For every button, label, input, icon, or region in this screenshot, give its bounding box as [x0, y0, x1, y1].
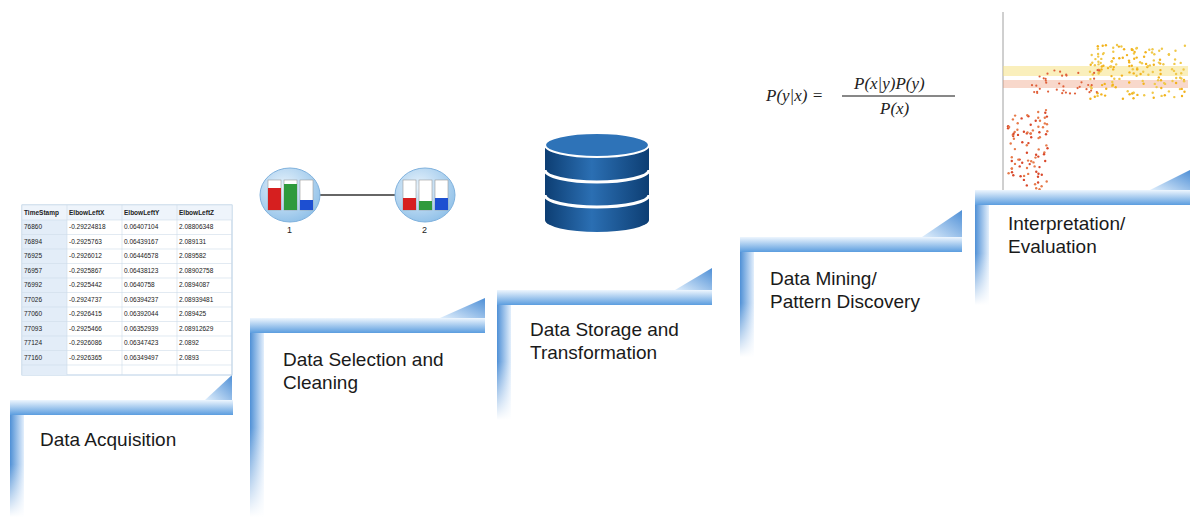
step-label: Interpretation/ Evaluation — [1008, 212, 1178, 258]
table-header: ElbowLeftY — [124, 206, 159, 219]
step-tab — [440, 298, 485, 318]
step-tab — [675, 268, 712, 290]
table-cell: 77093 — [24, 322, 42, 335]
table-cell: 0.06439167 — [124, 235, 158, 248]
table-cell: 2.08939481 — [179, 293, 213, 306]
table-cell: 0.0640758 — [124, 278, 155, 291]
step-label: Data Acquisition — [40, 428, 225, 451]
table-cell: 77124 — [24, 336, 42, 349]
process-step: Data Selection and Cleaning — [250, 318, 485, 517]
table-cell: 0.06407104 — [124, 220, 158, 233]
table-cell: 2.0894087 — [179, 278, 210, 291]
table-cell: 2.089425 — [179, 307, 206, 320]
table-cell: -0.2926086 — [69, 336, 102, 349]
table-cell: 2.0893 — [179, 351, 199, 364]
table-cell: -0.2925763 — [69, 235, 102, 248]
formula-text: P(x) — [880, 99, 909, 119]
table-cell: 0.06394237 — [124, 293, 158, 306]
fraction-bar — [842, 96, 955, 97]
table-cell: 2.0892 — [179, 336, 199, 349]
step-bracket — [10, 400, 233, 517]
step-label: Data Mining/ Pattern Discovery — [770, 267, 930, 313]
table-cell: -0.2924737 — [69, 293, 102, 306]
step-tab — [1150, 170, 1190, 190]
table-cell: 76957 — [24, 264, 42, 277]
table-cell: 76992 — [24, 278, 42, 291]
process-step: Data Mining/ Pattern Discovery — [740, 237, 962, 357]
table-header: ElbowLeftX — [69, 206, 104, 219]
formula-text: P(y|x) = — [766, 86, 823, 106]
table-cell: 0.06446578 — [124, 249, 158, 262]
table-cell: 2.089131 — [179, 235, 206, 248]
step-label: Data Storage and Transformation — [530, 318, 690, 364]
step-tab — [922, 210, 962, 237]
formula-text: P(x|y)P(y) — [854, 74, 925, 94]
table-cell: 0.06392044 — [124, 307, 158, 320]
table-cell: 2.08912629 — [179, 322, 213, 335]
step-tab — [205, 375, 232, 400]
table-cell: 2.089582 — [179, 249, 206, 262]
cleaning-icon — [260, 168, 455, 222]
table-cell: 76925 — [24, 249, 42, 262]
process-step: Data Storage and Transformation — [497, 290, 712, 420]
step-label: Data Selection and Cleaning — [283, 348, 473, 394]
table-header: TimeStamp — [24, 206, 59, 219]
table-cell: -0.29224818 — [69, 220, 106, 233]
table-cell: 77160 — [24, 351, 42, 364]
table-cell: 77060 — [24, 307, 42, 320]
scatter-plot — [1003, 12, 1188, 193]
table-cell: -0.2925442 — [69, 278, 102, 291]
icon-number: 1 — [287, 225, 292, 235]
table-cell: -0.2925867 — [69, 264, 102, 277]
table-cell: 77026 — [24, 293, 42, 306]
step-bracket — [250, 318, 485, 517]
table-cell: -0.2925466 — [69, 322, 102, 335]
table-cell: 0.06352939 — [124, 322, 158, 335]
table-cell: 0.06438123 — [124, 264, 158, 277]
table-header: ElbowLeftZ — [179, 206, 214, 219]
table-cell: -0.2926415 — [69, 307, 102, 320]
table-cell: 0.06349497 — [124, 351, 158, 364]
table-cell: 2.08902758 — [179, 264, 213, 277]
process-step: Interpretation/ Evaluation — [975, 190, 1190, 305]
table-cell: 76860 — [24, 220, 42, 233]
icon-number: 2 — [422, 225, 427, 235]
table-cell: -0.2926365 — [69, 351, 102, 364]
database-icon — [545, 133, 649, 232]
data-table — [22, 205, 232, 375]
process-step: Data Acquisition — [10, 400, 233, 517]
table-cell: 0.06347423 — [124, 336, 158, 349]
table-cell: 2.08806348 — [179, 220, 213, 233]
table-cell: 76894 — [24, 235, 42, 248]
table-cell: -0.2926012 — [69, 249, 102, 262]
